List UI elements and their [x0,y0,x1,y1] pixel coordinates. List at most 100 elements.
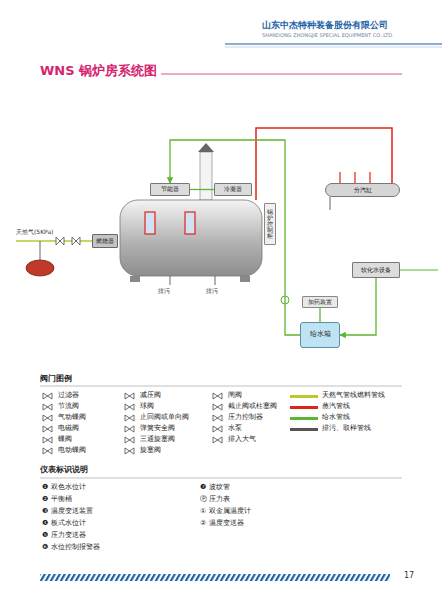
valve-symbol [213,415,222,421]
steam-outlet [340,172,370,183]
instrument-legend-item: ① 双金属温度计 [200,507,251,515]
valve-legend-item: 节流阀 [58,402,79,410]
section-heading: 阀门图例 [40,374,72,383]
burner-box: 燃烧器 [92,234,118,248]
water-pipe [400,269,438,270]
valve-symbol [125,448,134,454]
steam-header: 分汽缸 [325,183,400,197]
legend-text: 蒸汽管线 [322,402,350,410]
instrument-legend-item: ❼ 波纹管 [200,483,230,491]
valve-symbol [125,437,134,443]
pipe-label: 排污 [206,288,218,295]
dosing-box: 加药装置 [302,296,338,308]
valve-legend-item: 排入大气 [228,435,256,443]
footer-band [40,574,390,581]
valve-symbol [43,404,52,410]
instrument-legend-item: ❻ 水位控制报警器 [42,543,100,551]
economizer-box: 节能器 [150,183,190,196]
company-name-en: SHANDONG ZHONGJIE SPECIAL EQUIPMENT CO.,… [262,33,394,39]
page-title: WNS 锅炉房系统图 [40,64,161,79]
header-rule [225,43,442,44]
instrument-legend-item: ❺ 压力变送器 [42,531,86,539]
valve-legend-item: 过滤器 [58,391,79,399]
legend-text: 天然气管线燃料管线 [322,391,385,399]
section-heading: 仪表标识说明 [40,465,88,474]
valve-legend-item: 闸阀 [228,391,242,399]
legend-swatch [290,428,318,431]
valve-legend-item: 水泵 [228,424,242,432]
pipe-label: 排污 [158,288,170,295]
valve-legend-item: 球阀 [140,402,154,410]
condenser-box: 冷凝器 [214,183,252,196]
instrument-legend-item: Ⓟ 压力表 [200,495,230,503]
legend-swatch [290,406,318,409]
blowdown-pipe [170,276,215,285]
legend-rule [40,478,402,479]
feed-tank: 给水箱 [300,322,340,348]
node-text: 冷凝器 [224,186,242,193]
valve-symbol [213,437,222,443]
boiler-shell [120,200,262,276]
valve-symbol [213,426,222,432]
chimney [200,152,212,200]
legend-swatch [290,417,318,420]
valve-legend-item: 旋塞阀 [140,446,161,454]
node-text: 软化水设备 [361,267,391,274]
instrument-legend-item: ❷ 平衡桶 [42,495,72,503]
node-text: 分汽缸 [354,187,372,194]
valve-legend-item: 三通旋塞阀 [140,435,175,443]
node-text: 给水箱 [310,331,331,338]
level-gauge [145,212,155,234]
gas-tank [26,260,54,276]
node-text: 节能器 [161,186,179,193]
node-text: 燃烧器 [96,238,114,244]
valve-symbol [125,415,134,421]
legend-swatch [290,395,318,398]
valve-legend-item: 电动蝶阀 [58,446,86,454]
drain-pipe [330,197,331,210]
valve-symbol [125,426,134,432]
valve-legend-item: 气动蝶阀 [58,413,86,421]
valve-symbol [43,437,52,443]
valve-symbol [43,393,52,399]
valve-legend-item: 电磁阀 [58,424,79,432]
valve-symbol [43,448,52,454]
valve-symbol [213,393,222,399]
legend-rule [40,386,402,387]
instrument-legend-item: ❹ 板式水位计 [42,519,86,527]
flue-arrow [198,143,214,152]
control-cabinet: 锅炉控制柜 [264,203,276,245]
legend-text: 给水管线 [322,413,350,421]
valve-legend-item: 止回阀或单向阀 [140,413,189,421]
legend-text: 排污、取样管线 [322,424,371,432]
gas-valve [56,237,80,245]
company-name: 山东中杰特种装备股份有限公司 [262,20,388,30]
valve-legend-item: 蝶阀 [58,435,72,443]
softener-box: 软化水设备 [352,262,400,278]
valve-legend-item: 压力控制器 [228,413,263,421]
boiler-leg [130,276,140,282]
valve-symbol [43,415,52,421]
header-rule [225,47,442,48]
valve-symbol [43,426,52,432]
valve-symbol [125,404,134,410]
instrument-legend-item: ❸ 温度变送装置 [42,507,93,515]
water-connector [190,189,214,190]
water-connector [340,278,376,335]
water-connector [170,140,300,335]
node-text: 加药装置 [308,299,332,305]
water-connector [319,308,320,322]
level-gauge [185,212,195,234]
instrument-legend-item: ② 温度变送器 [200,519,244,527]
instrument-legend-item: ❶ 双色水位计 [42,483,86,491]
boiler-leg [240,276,250,282]
valve-legend-item: 截止阀或柱塞阀 [228,402,277,410]
valve-legend-item: 弹簧安全阀 [140,424,175,432]
pipe-label: 天然气(5KPa) [16,229,53,236]
valve-legend-item: 减压阀 [140,391,161,399]
gas-pipe [16,240,92,242]
gas-branch [40,241,41,260]
title-rule [160,74,402,75]
valve-symbol [125,393,134,399]
